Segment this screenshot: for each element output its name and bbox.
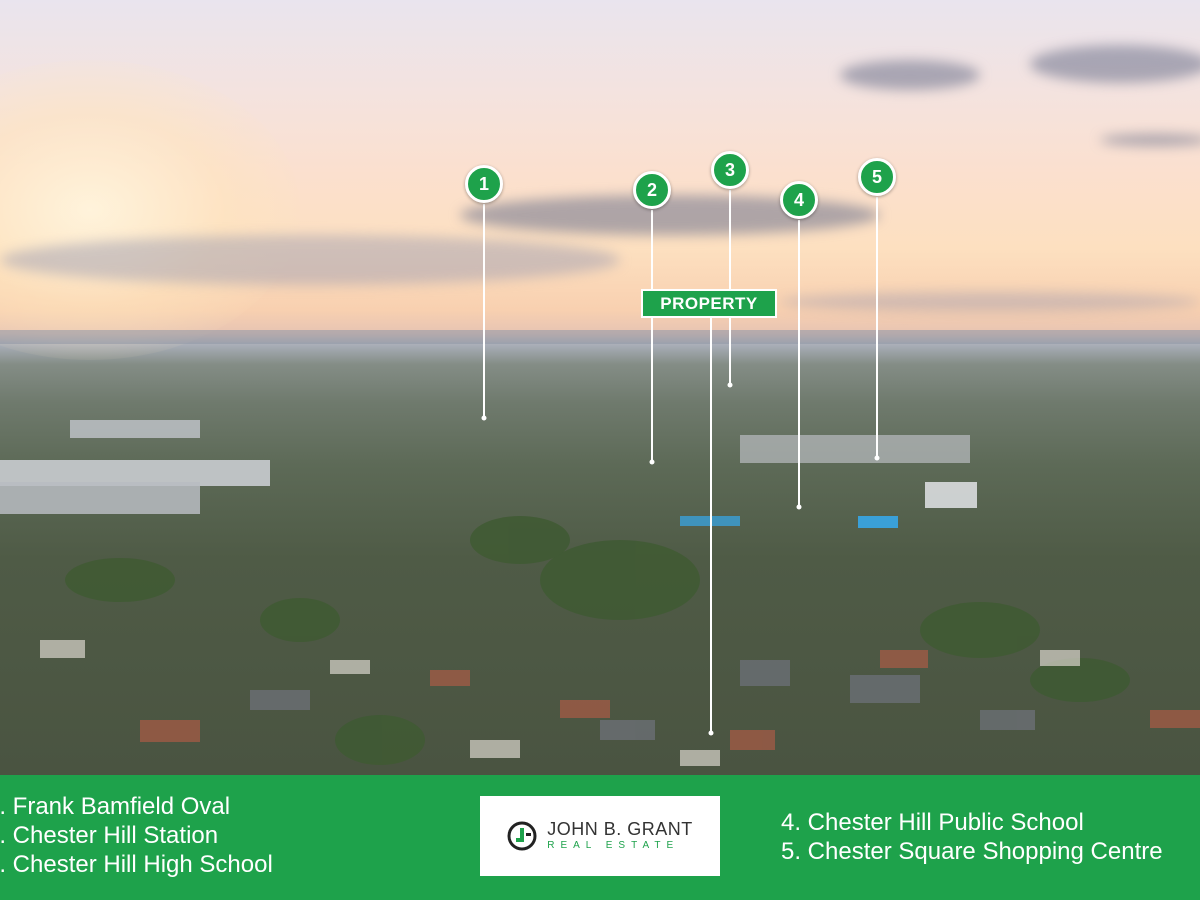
marker-badge: 4 — [780, 181, 818, 219]
jbg-monogram-icon — [507, 821, 537, 851]
cloud — [0, 235, 620, 285]
legend-left-column: 1. Frank Bamfield Oval 2. Chester Hill S… — [0, 792, 273, 879]
legend-item: 4. Chester Hill Public School — [781, 809, 1084, 836]
legend-footer: 1. Frank Bamfield Oval 2. Chester Hill S… — [0, 775, 1200, 900]
marker-anchor-dot — [874, 455, 880, 461]
suburb-rooftops — [0, 420, 1200, 766]
agency-logo: JOHN B. GRANT REAL ESTATE — [480, 796, 720, 876]
marker-badge: 2 — [633, 171, 671, 209]
marker-badge: 3 — [711, 151, 749, 189]
marker-leader-line — [651, 210, 653, 462]
legend-item: 2. Chester Hill Station — [0, 822, 219, 849]
aerial-photo: 1 2 3 4 5 PROPERTY — [0, 0, 1200, 775]
cloud — [1030, 45, 1200, 83]
marker-anchor-dot — [796, 504, 802, 510]
legend-item: 3. Chester Hill High School — [0, 851, 273, 878]
property-leader-line — [710, 318, 712, 733]
marker-leader-line — [798, 220, 800, 507]
marker-leader-line — [876, 197, 878, 458]
marker-badge: 1 — [465, 165, 503, 203]
cloud — [840, 60, 980, 90]
logo-wordmark: JOHN B. GRANT REAL ESTATE — [547, 819, 693, 853]
marker-leader-line — [729, 190, 731, 385]
legend-item: 5. Chester Square Shopping Centre — [781, 838, 1163, 865]
marker-leader-line — [483, 204, 485, 418]
cloud — [780, 292, 1200, 312]
marker-anchor-dot — [481, 415, 487, 421]
marker-anchor-dot — [727, 382, 733, 388]
logo-subtitle: REAL ESTATE — [547, 840, 680, 851]
logo-name: JOHN B. GRANT — [547, 819, 693, 839]
cloud — [1100, 134, 1200, 146]
sun-glow — [0, 60, 300, 360]
property-anchor-dot — [708, 730, 714, 736]
property-label: PROPERTY — [641, 289, 777, 318]
legend-item: 1. Frank Bamfield Oval — [0, 793, 231, 820]
marker-anchor-dot — [649, 459, 655, 465]
legend-right-column: 4. Chester Hill Public School 5. Chester… — [781, 808, 1163, 866]
horizon-haze — [0, 330, 1200, 344]
marker-badge: 5 — [858, 158, 896, 196]
